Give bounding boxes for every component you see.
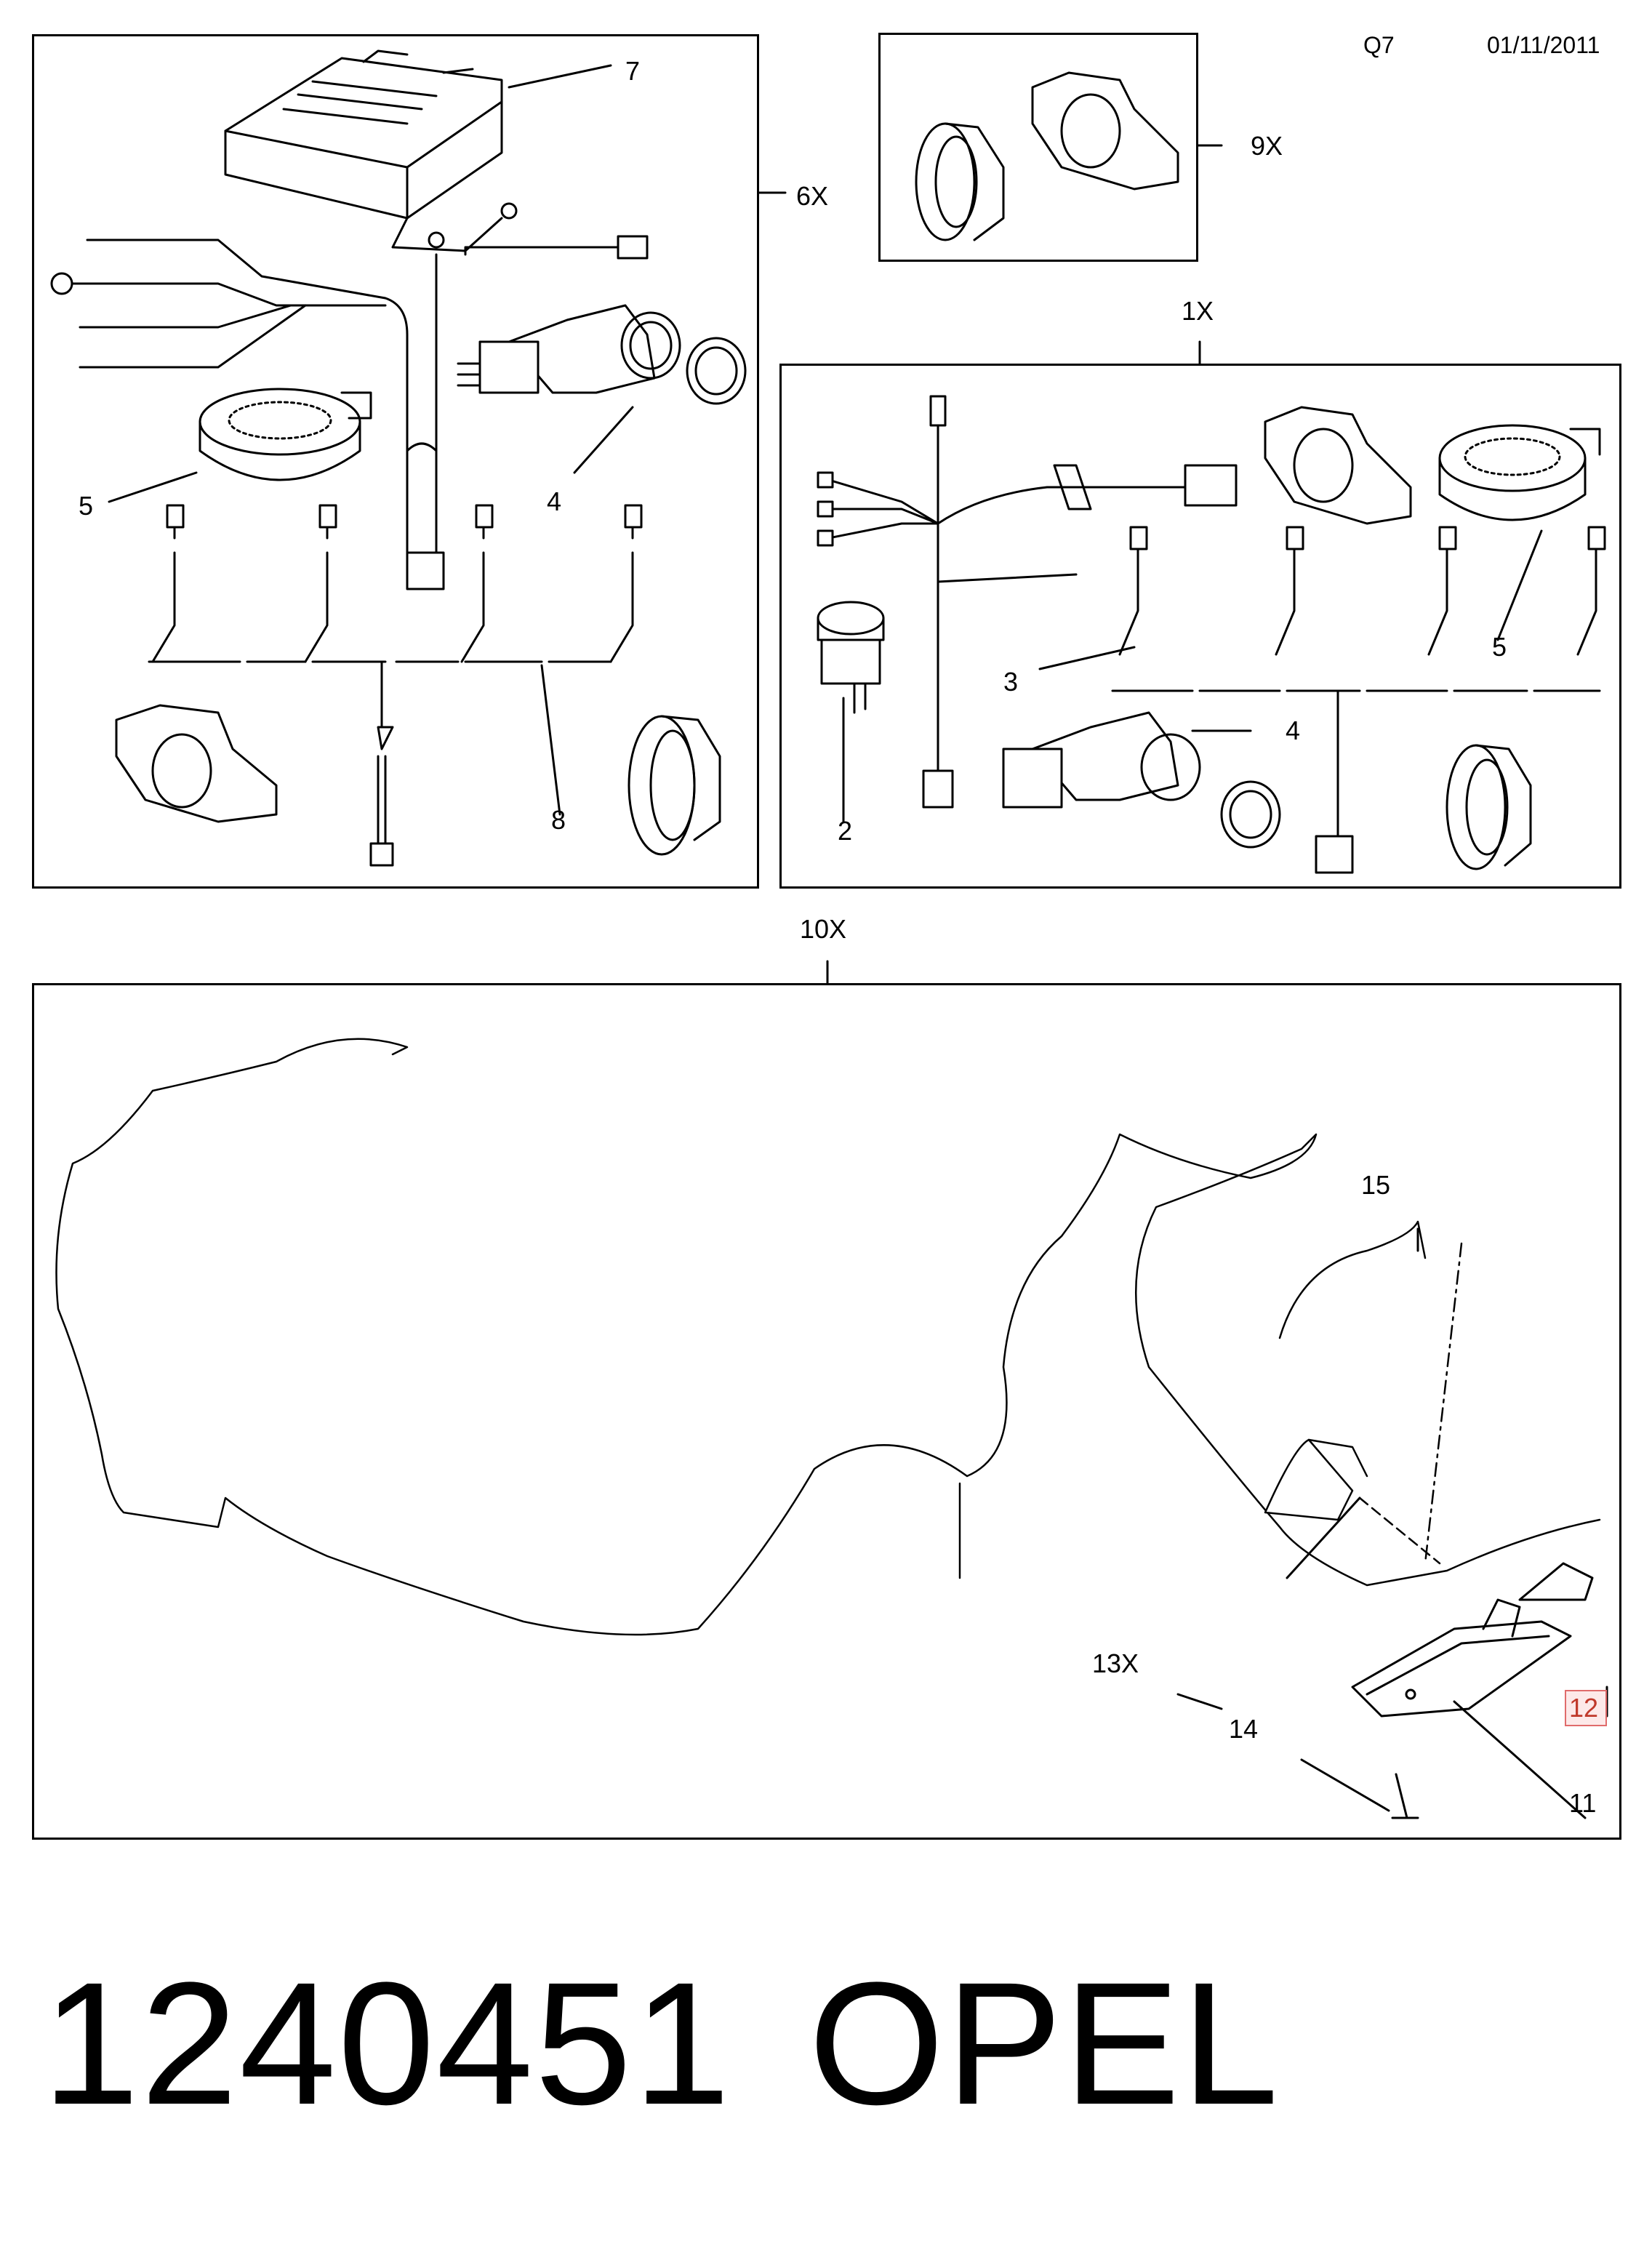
bezel-1x-icon	[1446, 744, 1532, 870]
switch-icon	[817, 601, 885, 714]
header-code: Q7	[1363, 32, 1395, 58]
camera-housing-icon	[1351, 1562, 1594, 1718]
parking-sensor-icon	[457, 304, 681, 394]
callout-11: 11	[1569, 1788, 1597, 1818]
callout-12: 12	[1569, 1693, 1599, 1723]
connector-plug-icon	[617, 235, 649, 260]
callout-5: 5	[79, 491, 94, 521]
screw-icon	[1391, 1773, 1419, 1819]
brand-name: OPEL	[809, 1946, 1280, 2141]
group-label-6x: 6X	[796, 181, 829, 211]
leader-14a	[1176, 1693, 1223, 1710]
buzzer-icon	[199, 388, 372, 481]
holder-9x-icon	[1031, 71, 1179, 191]
harness-connector-icon	[406, 551, 445, 590]
panel-1x	[779, 364, 1621, 889]
callout-15: 15	[1361, 1170, 1391, 1200]
ring-1x-icon	[1220, 780, 1281, 849]
control-module-icon	[224, 49, 518, 252]
sensor-wire-1x-icon	[1111, 526, 1606, 874]
ring-terminal-icon	[50, 272, 73, 295]
leader-13x	[1286, 1496, 1361, 1579]
leader-14b	[1300, 1758, 1390, 1812]
leader-4a	[573, 406, 634, 474]
leader-3	[1038, 646, 1136, 670]
callout-4-1x: 4	[1286, 716, 1301, 745]
bezel-9x-icon	[915, 122, 1005, 241]
rear-harness-icon	[55, 1038, 1601, 1636]
group-label-1x: 1X	[1182, 296, 1214, 326]
callout-8: 8	[551, 805, 566, 835]
sensor-ring-icon	[686, 337, 747, 405]
header-date: 01/11/2011	[1487, 32, 1600, 58]
harness-1x-icon	[817, 395, 1238, 809]
callout-14: 14	[1229, 1714, 1259, 1744]
leader-8	[540, 664, 561, 816]
leader-5b	[1496, 529, 1543, 641]
callout-2: 2	[838, 816, 853, 846]
callout-3: 3	[1003, 667, 1019, 697]
sensor-holder-icon	[115, 704, 278, 823]
leader-5a	[108, 471, 198, 503]
group-label-10x: 10X	[800, 914, 847, 944]
holder-1x-icon	[1264, 406, 1412, 525]
callout-4: 4	[547, 486, 562, 516]
buzzer-1x-icon	[1438, 424, 1601, 521]
leader-7	[508, 64, 612, 89]
group-label-13x: 13X	[1092, 1648, 1139, 1678]
sensor-1x-icon	[1002, 711, 1201, 809]
panel-10x	[32, 983, 1621, 1840]
callout-5-1x: 5	[1492, 632, 1507, 662]
callout-7: 7	[625, 56, 641, 86]
sensor-bezel-icon	[627, 715, 721, 856]
leader-11	[1453, 1700, 1587, 1819]
part-number: 1240451	[42, 1946, 732, 2141]
sensor-wire-icon	[148, 504, 643, 867]
group-label-9x: 9X	[1251, 131, 1283, 161]
callout-12-highlight	[1565, 1690, 1607, 1726]
